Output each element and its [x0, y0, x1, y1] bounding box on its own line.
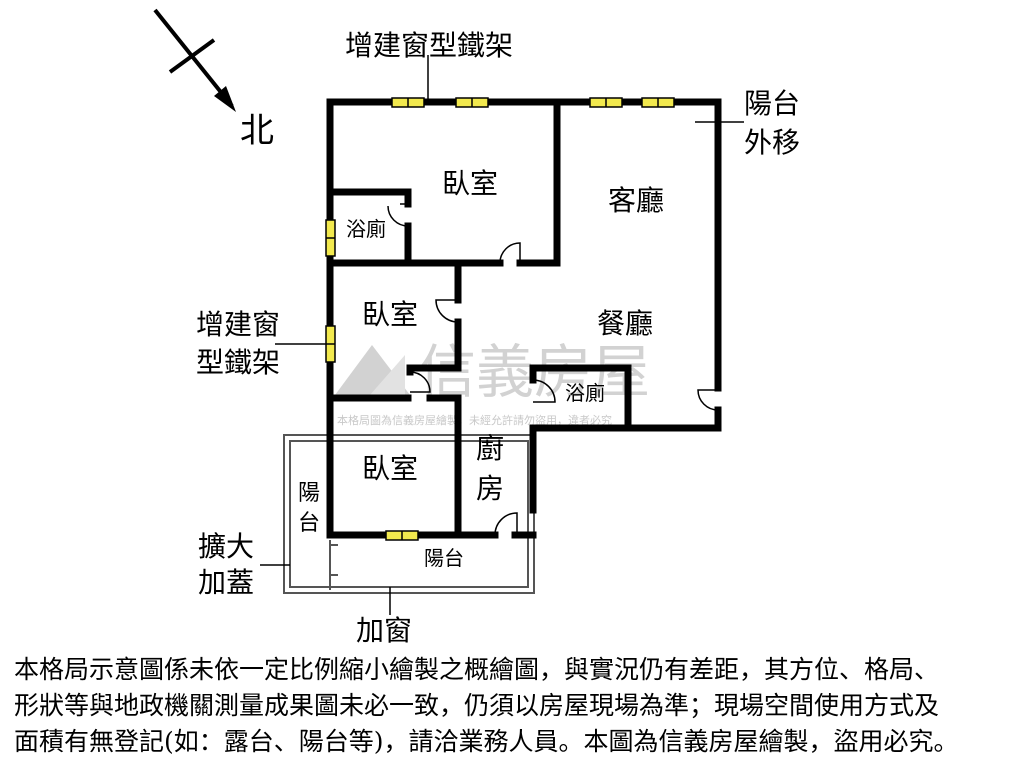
- disclaimer-line-2: 形狀等與地政機關測量成果圖未必一致，仍須以房屋現場為準；現場空間使用方式及: [14, 691, 940, 720]
- expanded-balcony-outline: [283, 434, 535, 594]
- balcony-moved-label-1: 陽台: [744, 87, 800, 120]
- disclaimer-text: 本格局示意圖係未依一定比例縮小繪製之概繪圖，與實況仍有差距，其方位、格局、 形狀…: [14, 652, 1014, 760]
- side-balcony-label-2: 台: [298, 511, 320, 536]
- floor-plan: 北 信義房屋 本格局圖為信義房屋繪製，未經允許請勿盜用，違者必究: [153, 8, 800, 647]
- room-bedroom-mid: 臥室: [362, 298, 418, 331]
- room-living: 客廳: [608, 184, 664, 217]
- top-window-label: 增建窗型鐵架: [345, 29, 513, 62]
- left-window-label-2: 型鐵架: [196, 346, 280, 379]
- add-window-label: 加窗: [356, 614, 412, 647]
- disclaimer-line-3: 面積有無登記(如：露台、陽台等)，請洽業務人員。本圖為信義房屋繪製，盜用必究。: [14, 727, 959, 756]
- room-kitchen-1: 廚: [476, 432, 504, 465]
- leader-lines: [260, 55, 744, 615]
- left-window-label-1: 增建窗: [196, 308, 280, 341]
- side-balcony-label-1: 陽: [298, 481, 320, 506]
- compass-arrow-icon: [153, 8, 236, 112]
- room-bedroom-top: 臥室: [442, 167, 498, 200]
- watermark-notice: 本格局圖為信義房屋繪製，未經允許請勿盜用，違者必究: [337, 413, 612, 427]
- windows: [325, 97, 675, 541]
- room-kitchen-2: 房: [476, 472, 504, 505]
- room-dining: 餐廳: [597, 307, 653, 340]
- expand-label-1: 擴大: [198, 530, 254, 563]
- room-bathroom-left: 浴廁: [346, 217, 386, 241]
- balcony-moved-label-2: 外移: [744, 126, 800, 159]
- doors: [387, 203, 719, 536]
- room-balcony-bottom: 陽台: [424, 546, 464, 570]
- disclaimer-line-1: 本格局示意圖係未依一定比例縮小繪製之概繪圖，與實況仍有差距，其方位、格局、: [14, 655, 940, 684]
- room-bedroom-bottom: 臥室: [362, 452, 418, 485]
- expand-label-2: 加蓋: [198, 566, 254, 599]
- north-label: 北: [240, 111, 274, 151]
- room-bathroom-right: 浴廁: [565, 381, 605, 405]
